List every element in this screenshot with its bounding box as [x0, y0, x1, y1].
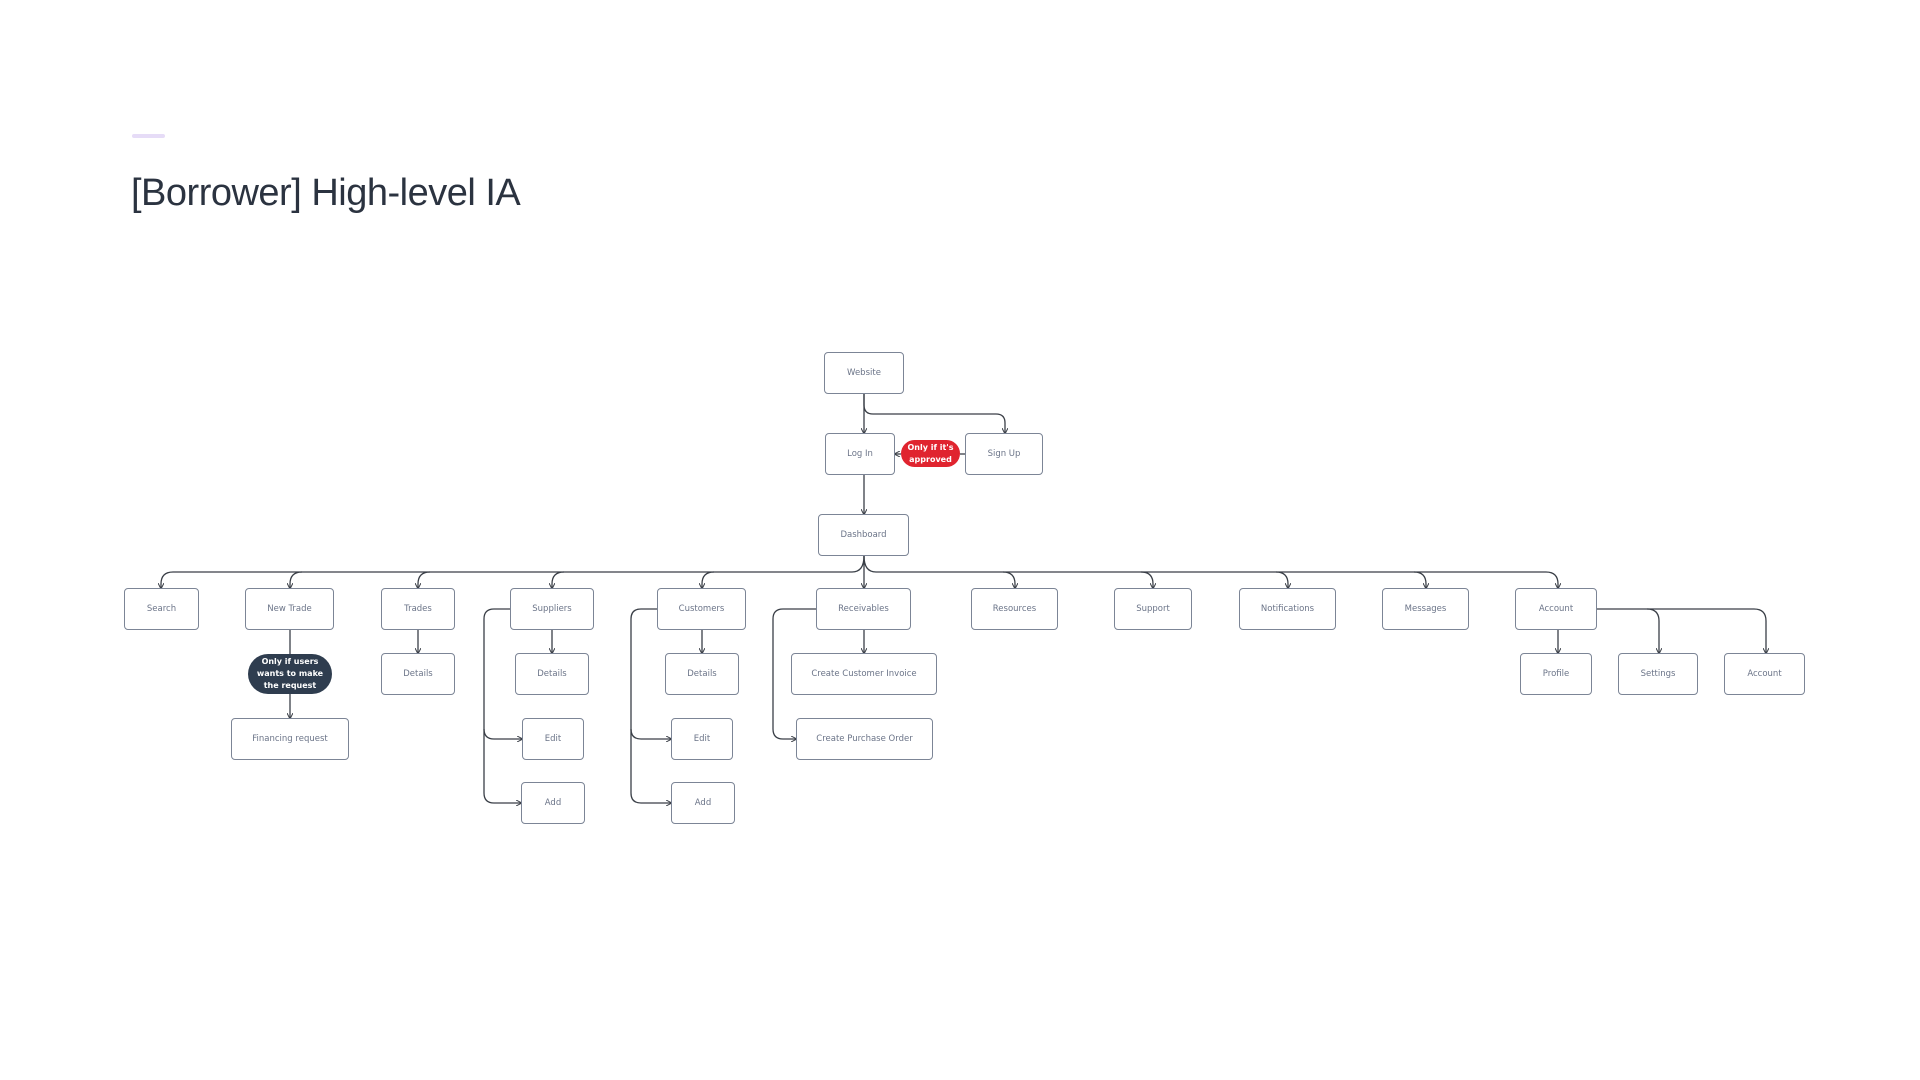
page-title: [Borrower] High-level IA: [131, 172, 521, 214]
node-account-sub[interactable]: Account: [1724, 653, 1805, 695]
node-profile[interactable]: Profile: [1520, 653, 1592, 695]
node-suppliers[interactable]: Suppliers: [510, 588, 594, 630]
node-customers-details[interactable]: Details: [665, 653, 739, 695]
condition-approved-badge: Only if it's approved: [901, 440, 960, 467]
node-customers-edit[interactable]: Edit: [671, 718, 733, 760]
title-accent-bar: [132, 134, 165, 138]
node-notifications[interactable]: Notifications: [1239, 588, 1336, 630]
node-search[interactable]: Search: [124, 588, 199, 630]
node-create-customer-invoice[interactable]: Create Customer Invoice: [791, 653, 937, 695]
node-settings[interactable]: Settings: [1618, 653, 1698, 695]
node-financing-request[interactable]: Financing request: [231, 718, 349, 760]
condition-line: wants to make: [256, 669, 324, 678]
condition-line: Only if it's: [907, 442, 954, 452]
node-website[interactable]: Website: [824, 352, 904, 394]
node-messages[interactable]: Messages: [1382, 588, 1469, 630]
condition-request-badge: Only if users wants to make the request: [248, 654, 332, 694]
node-suppliers-details[interactable]: Details: [515, 653, 589, 695]
node-receivables[interactable]: Receivables: [816, 588, 911, 630]
node-dashboard[interactable]: Dashboard: [818, 514, 909, 556]
node-suppliers-edit[interactable]: Edit: [522, 718, 584, 760]
node-support[interactable]: Support: [1114, 588, 1192, 630]
node-trades-details[interactable]: Details: [381, 653, 455, 695]
condition-line: the request: [263, 681, 317, 690]
node-resources[interactable]: Resources: [971, 588, 1058, 630]
node-log-in[interactable]: Log In: [825, 433, 895, 475]
node-suppliers-add[interactable]: Add: [521, 782, 585, 824]
node-customers[interactable]: Customers: [657, 588, 746, 630]
node-new-trade[interactable]: New Trade: [245, 588, 334, 630]
condition-line: Only if users: [261, 657, 319, 666]
node-trades[interactable]: Trades: [381, 588, 455, 630]
node-sign-up[interactable]: Sign Up: [965, 433, 1043, 475]
condition-line: approved: [909, 454, 952, 464]
node-customers-add[interactable]: Add: [671, 782, 735, 824]
node-account[interactable]: Account: [1515, 588, 1597, 630]
node-create-purchase-order[interactable]: Create Purchase Order: [796, 718, 933, 760]
